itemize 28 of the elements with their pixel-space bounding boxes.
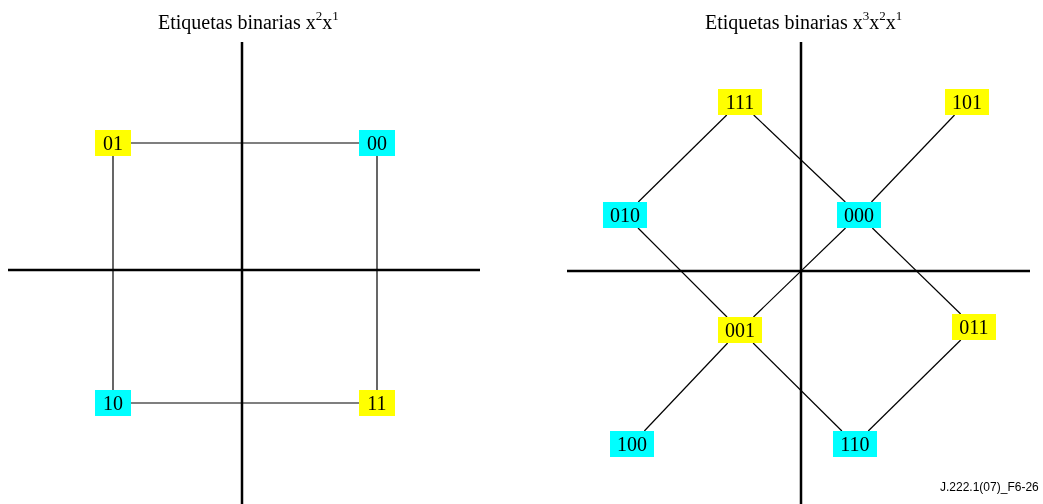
connector-line <box>637 227 728 318</box>
connector-line <box>130 142 360 144</box>
figure-number: J.222.1(07)_F6-26 <box>940 480 1039 494</box>
connector-line <box>752 342 843 432</box>
constellation-point-label: 011 <box>952 314 996 340</box>
connector-line <box>752 227 847 318</box>
constellation-point-label: 000 <box>837 202 881 228</box>
heading: Etiquetas binarias x$^{2}$x$^{1}$ <box>158 8 339 34</box>
heading: Etiquetas binarias x$^{3}$x$^{2}$x$^{1}$ <box>705 8 903 34</box>
connector-line <box>637 114 728 203</box>
connector-line <box>867 339 962 432</box>
connector-line <box>753 114 846 203</box>
connector-line <box>643 342 729 432</box>
constellation-point-label: 11 <box>359 390 395 416</box>
constellation-point-label: 001 <box>718 317 762 343</box>
constellation-point-label: 100 <box>610 431 654 457</box>
connector-line <box>870 114 956 203</box>
constellation-point-label: 10 <box>95 390 131 416</box>
constellation-point-label: 010 <box>603 202 647 228</box>
connector-line <box>112 155 114 391</box>
connector-line <box>376 155 378 391</box>
connector-line <box>130 402 360 404</box>
constellation-point-label: 110 <box>833 431 877 457</box>
constellation-point-label: 101 <box>945 89 989 115</box>
connector-line <box>871 227 962 315</box>
constellation-point-label: 00 <box>359 130 395 156</box>
constellation-point-label: 111 <box>718 89 762 115</box>
constellation-point-label: 01 <box>95 130 131 156</box>
